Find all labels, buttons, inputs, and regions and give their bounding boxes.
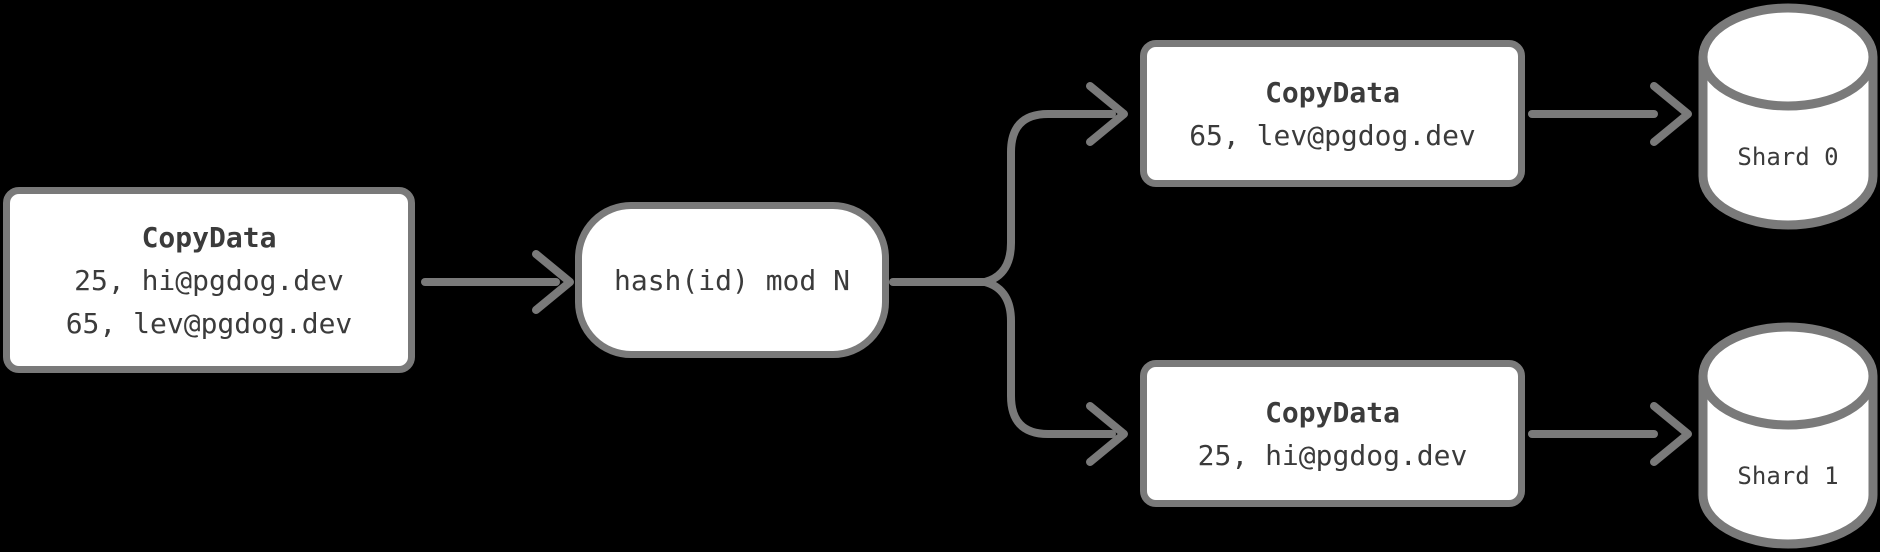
node-copydata-source: CopyData 25, hi@pgdog.dev 65, lev@pgdog.… (3, 187, 415, 373)
arrowhead-shard1-icon (1650, 402, 1692, 466)
node-row: 65, lev@pgdog.dev (65, 306, 353, 340)
fork-upper-branch (981, 110, 1116, 286)
node-row: 25, hi@pgdog.dev (1197, 438, 1468, 472)
cylinder-top (1698, 322, 1878, 430)
arrowhead-upper-branch-icon (1086, 82, 1128, 146)
shard1-database-icon (1698, 322, 1878, 549)
cylinder-top (1698, 3, 1878, 111)
node-row: 25, hi@pgdog.dev (74, 263, 344, 297)
shard0-label: Shard 0 (1737, 143, 1839, 171)
node-copydata-shard0: CopyData 65, lev@pgdog.dev (1140, 40, 1525, 187)
arrowhead-lower-branch-icon (1086, 402, 1128, 466)
arrowhead-source-to-hash-icon (532, 250, 574, 314)
shard1-label: Shard 1 (1737, 462, 1839, 490)
shard0-database-icon (1698, 3, 1878, 230)
node-hash-function: hash(id) mod N (575, 202, 889, 358)
node-title: CopyData (1265, 395, 1400, 429)
arrowhead-shard0-icon (1650, 82, 1692, 146)
node-title: CopyData (141, 220, 277, 254)
node-row: 65, lev@pgdog.dev (1189, 118, 1476, 152)
fork-lower-branch (981, 278, 1116, 438)
node-title: CopyData (1265, 75, 1400, 109)
node-label: hash(id) mod N (613, 263, 850, 297)
node-copydata-shard1: CopyData 25, hi@pgdog.dev (1140, 360, 1525, 507)
